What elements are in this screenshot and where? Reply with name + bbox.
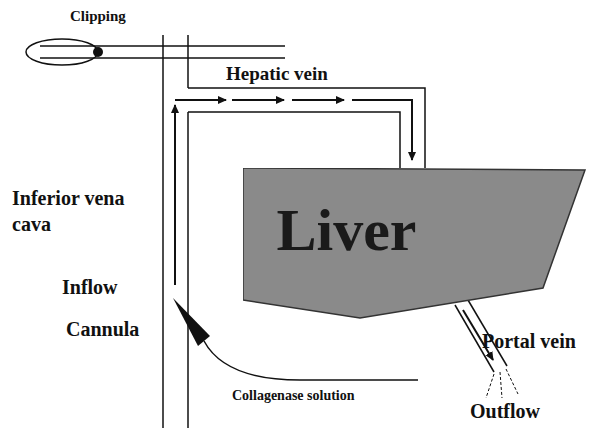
flow-arrow: [352, 100, 412, 160]
flow-arrow: [174, 105, 176, 285]
text-label: Cannula: [66, 318, 139, 341]
cannula: [173, 298, 210, 346]
hepatic-vein-wall: [188, 112, 400, 168]
outflow-spray: [486, 374, 494, 398]
vena-cava-wall: [162, 35, 164, 428]
text-label: Inflow: [62, 276, 118, 299]
outflow-spray: [500, 372, 502, 398]
text-label: Inferior vena cava: [12, 185, 152, 237]
organ-name: Liver: [277, 200, 417, 260]
clip-symbol: [26, 39, 98, 65]
flow-arrow: [292, 99, 344, 101]
flow-arrow: [175, 99, 226, 101]
text-label: Collagenase solution: [232, 388, 355, 404]
text-label: Portal vein: [482, 330, 576, 353]
clip-dot: [93, 47, 103, 57]
vena-cava-wall: [187, 35, 189, 88]
liver-fill: [243, 168, 585, 318]
vena-cava-wall: [187, 112, 189, 428]
outflow-spray: [506, 369, 518, 394]
perfusion-tube: [204, 341, 418, 380]
text-label: Outflow: [470, 400, 540, 423]
flow-arrow: [232, 99, 284, 101]
text-label: Clipping: [70, 8, 126, 25]
liver-shape: Liver: [243, 168, 588, 320]
text-label: Hepatic vein: [226, 63, 328, 85]
